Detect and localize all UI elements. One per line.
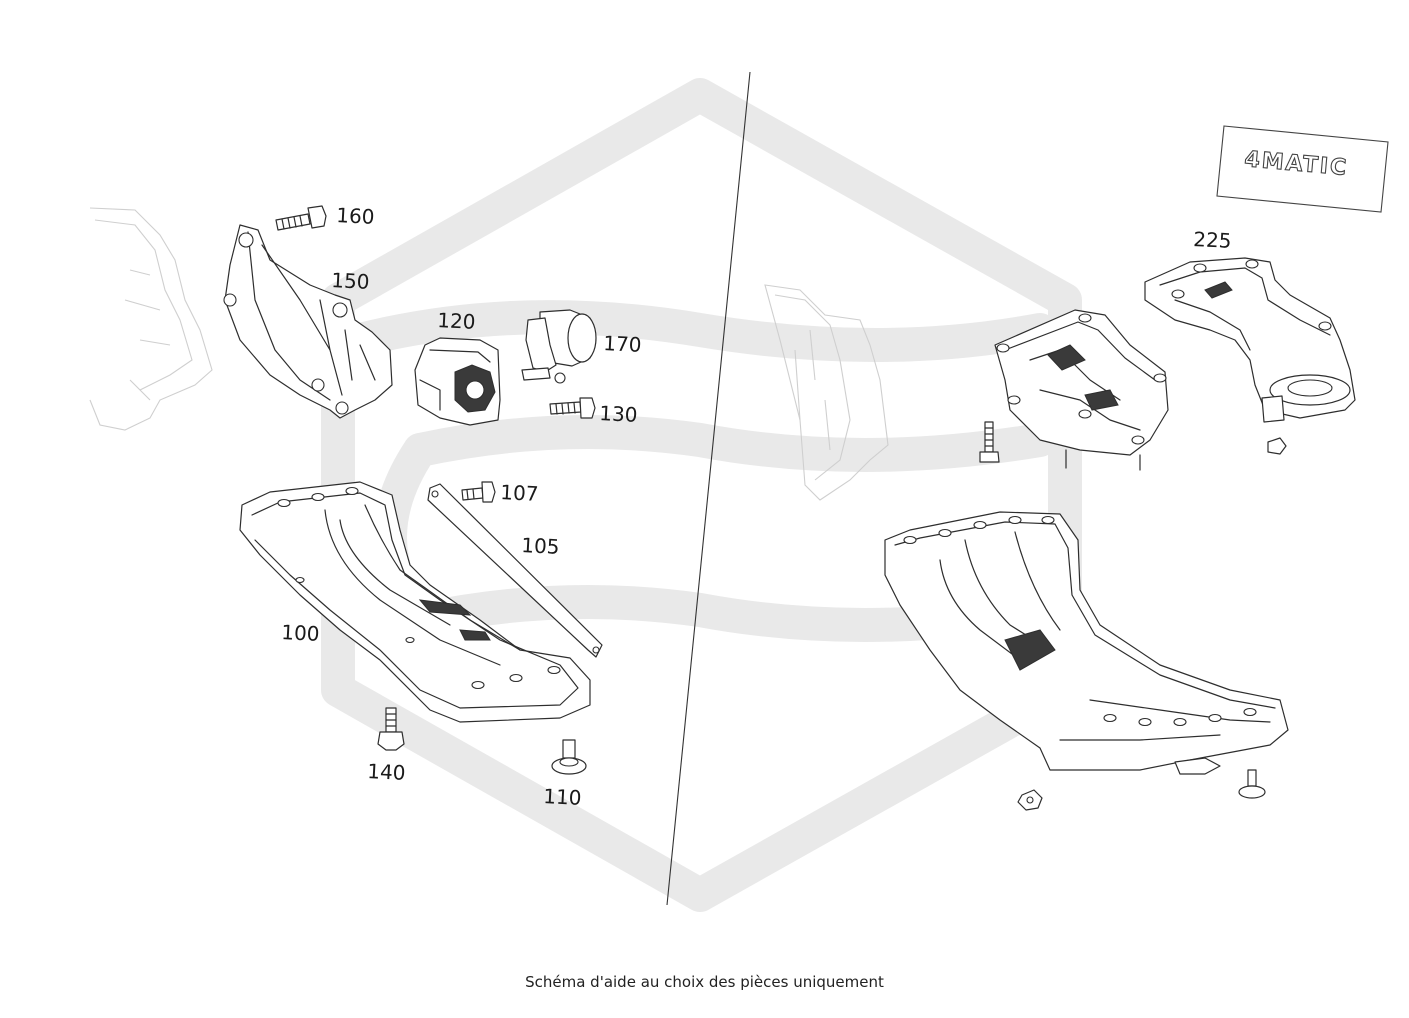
right-bottom-fasteners xyxy=(1017,769,1266,811)
callout-140: 140 xyxy=(366,759,407,785)
transmission-mount-plate xyxy=(994,309,1169,471)
callout-160: 160 xyxy=(335,203,376,229)
part-100-crossmember xyxy=(239,481,591,723)
part-110-bolt xyxy=(551,739,587,775)
callout-120: 120 xyxy=(436,308,477,334)
part-130-bolt xyxy=(549,397,596,419)
right-mount-bolt xyxy=(979,421,1000,463)
callout-100: 100 xyxy=(280,620,321,646)
diagram-caption: Schéma d'aide au choix des pièces unique… xyxy=(525,973,884,991)
right-crossmember xyxy=(884,511,1289,775)
divider-line xyxy=(666,71,751,906)
transmission-outline-right xyxy=(764,284,889,501)
part-140-bolt xyxy=(377,707,405,751)
part-105-strap xyxy=(427,483,603,658)
engine-outline-left xyxy=(89,207,213,431)
callout-130: 130 xyxy=(598,401,639,427)
part-107-bolt xyxy=(461,481,496,503)
part-160-bolt xyxy=(275,205,327,231)
part-225-mount xyxy=(1144,257,1356,455)
part-150-bracket xyxy=(223,224,393,419)
callout-107: 107 xyxy=(499,480,540,506)
callout-170: 170 xyxy=(602,331,643,357)
callout-225: 225 xyxy=(1192,227,1233,253)
callout-150: 150 xyxy=(330,268,371,294)
part-170-mount xyxy=(521,309,597,384)
callout-110: 110 xyxy=(542,784,583,810)
callout-105: 105 xyxy=(520,533,561,559)
4matic-badge: 4MATIC xyxy=(1216,125,1389,213)
part-120-mount xyxy=(414,337,501,426)
